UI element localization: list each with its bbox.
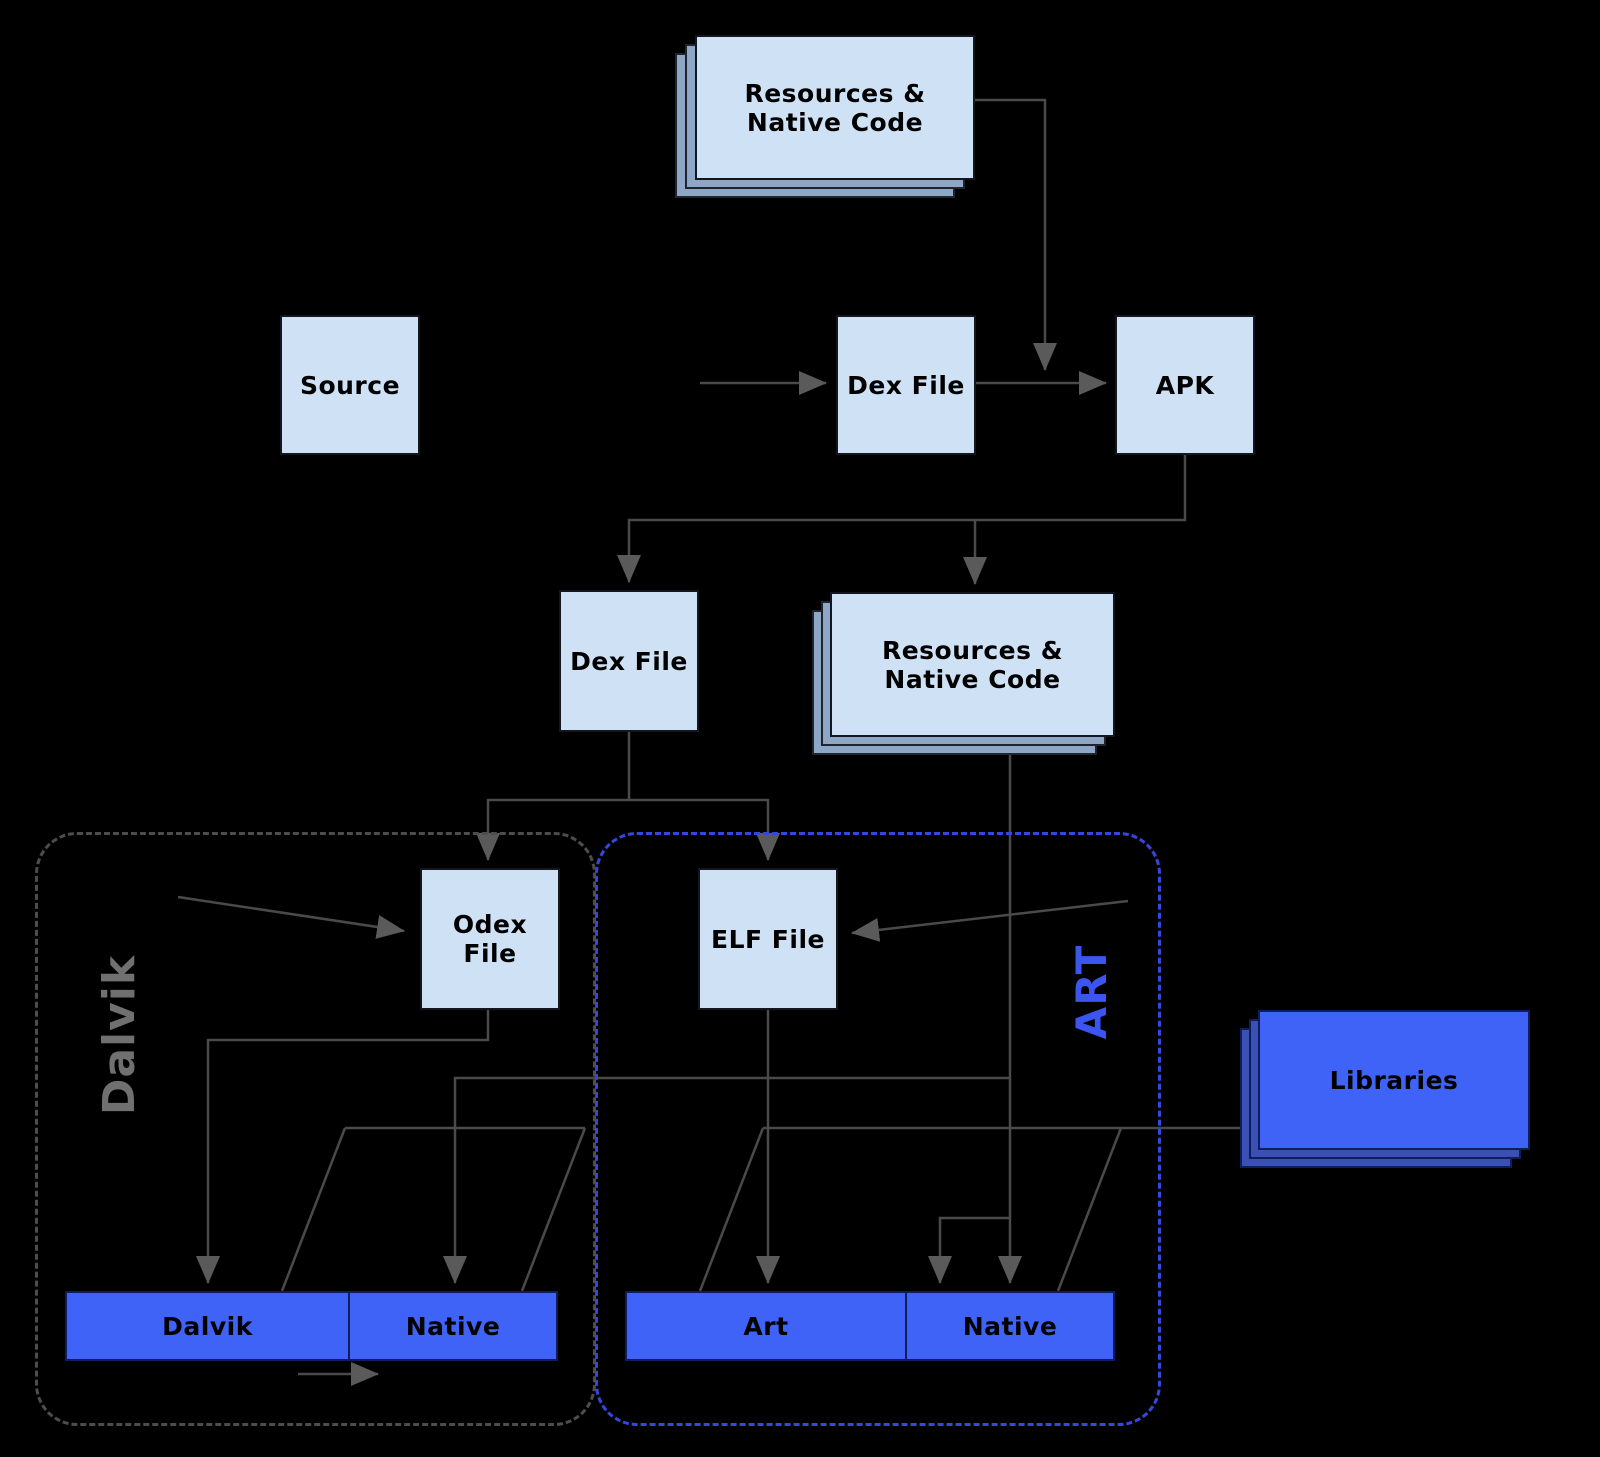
edge-into-elf [851, 899, 1129, 942]
edge-dexmid-to-elf [629, 798, 780, 861]
dex-file-mid-box: Dex File [559, 590, 699, 732]
edge-dexmid-to-odex [476, 798, 629, 861]
libraries-box: Libraries [1258, 1010, 1530, 1150]
art-segment: Art [627, 1293, 907, 1359]
native-segment-right: Native [962, 1311, 1058, 1341]
edge-map-right-b [1056, 1127, 1123, 1292]
edge-resources-to-apk [975, 98, 1057, 371]
art-runtime-container [595, 832, 1161, 1426]
edge-map-right-a [698, 1127, 765, 1292]
libraries-stack: Libraries [1240, 1010, 1530, 1168]
resources-mid-box: Resources & Native Code [830, 592, 1115, 737]
dalvik-runtime-container [35, 832, 596, 1426]
dalvik-container-label: Dalvik [94, 954, 145, 1116]
edge-map-left-b [520, 1127, 587, 1292]
native-segment-left: Native [405, 1311, 501, 1341]
edge-resources-to-native-left [443, 1076, 1010, 1284]
odex-file-box: Odex File [420, 868, 560, 1010]
resources-top-stack: Resources & Native Code [675, 35, 975, 198]
dex-file-top-box: Dex File [836, 315, 976, 455]
edge-apk-to-dexmid [617, 455, 1187, 583]
art-runtime-bar: Art Native [625, 1291, 1115, 1361]
edge-odex-to-dalvik [196, 1010, 490, 1284]
art-container-label: ART [1067, 944, 1116, 1040]
source-box: Source [280, 315, 420, 455]
resources-mid-stack: Resources & Native Code [812, 592, 1115, 755]
edge-map-left-a [280, 1127, 347, 1292]
elf-file-box: ELF File [698, 868, 838, 1010]
apk-box: APK [1115, 315, 1255, 455]
dalvik-segment: Dalvik [67, 1293, 350, 1359]
edge-into-odex [177, 895, 405, 939]
edge-resources-to-native-right2 [928, 1216, 1010, 1284]
dalvik-runtime-bar: Dalvik Native [65, 1291, 558, 1361]
resources-top-box: Resources & Native Code [695, 35, 975, 180]
